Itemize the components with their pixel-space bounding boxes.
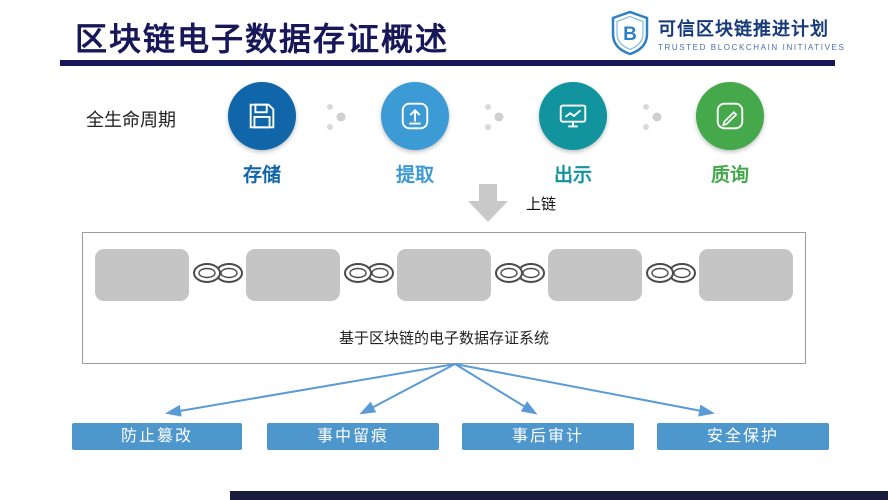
svg-text:B: B [623,24,637,45]
chain-link-icon [492,260,548,291]
chain-block [699,249,793,301]
monitor-chart-icon [539,82,607,150]
onchain-label: 上链 [526,196,557,213]
logo-title: 可信区块链推进计划 [658,19,829,40]
upload-icon [381,82,449,150]
dots-separator-icon [640,100,666,139]
chain-block [397,249,491,301]
lifecycle-label: 全生命周期 [86,110,176,130]
lifecycle-step-extract: 提取 [353,82,477,187]
step-label-storage: 存储 [242,165,281,186]
fan-arrows-icon [165,363,715,417]
feature-security-protection: 安全保护 [657,423,829,450]
blockchain-system-box: 基于区块链的电子数据存证系统 [82,232,806,364]
dots-separator-icon [324,100,350,139]
dots-separator-icon [482,100,508,139]
feature-in-process-trace: 事中留痕 [267,423,439,450]
pencil-edit-icon [696,82,764,150]
feature-prevent-tampering: 防止篡改 [72,423,242,450]
system-caption: 基于区块链的电子数据存证系统 [338,330,549,347]
title-underline [60,60,835,66]
lifecycle-step-inquiry: 质询 [668,82,792,187]
lifecycle-step-storage: 存储 [200,82,324,187]
down-arrow-icon [466,184,510,227]
step-label-inquiry: 质询 [710,165,749,186]
block-row [83,233,805,301]
logo-text: 可信区块链推进计划 TRUSTED BLOCKCHAIN INITIATIVES [658,18,845,53]
chain-block [548,249,642,301]
chain-link-icon [643,260,699,291]
floppy-disk-icon [228,82,296,150]
lifecycle-step-present: 出示 [511,82,635,187]
step-label-extract: 提取 [395,165,434,186]
chain-link-icon [341,260,397,291]
chain-link-icon [190,260,246,291]
logo-subtitle: TRUSTED BLOCKCHAIN INITIATIVES [658,42,846,52]
step-label-present: 出示 [553,165,592,186]
page-title: 区块链电子数据存证概述 [75,21,450,57]
bottom-bar [230,491,888,500]
feature-post-audit: 事后审计 [462,423,634,450]
chain-block [95,249,189,301]
shield-logo-icon: B [610,10,650,61]
logo: B 可信区块链推进计划 TRUSTED BLOCKCHAIN INITIATIV… [610,10,845,61]
chain-block [246,249,340,301]
